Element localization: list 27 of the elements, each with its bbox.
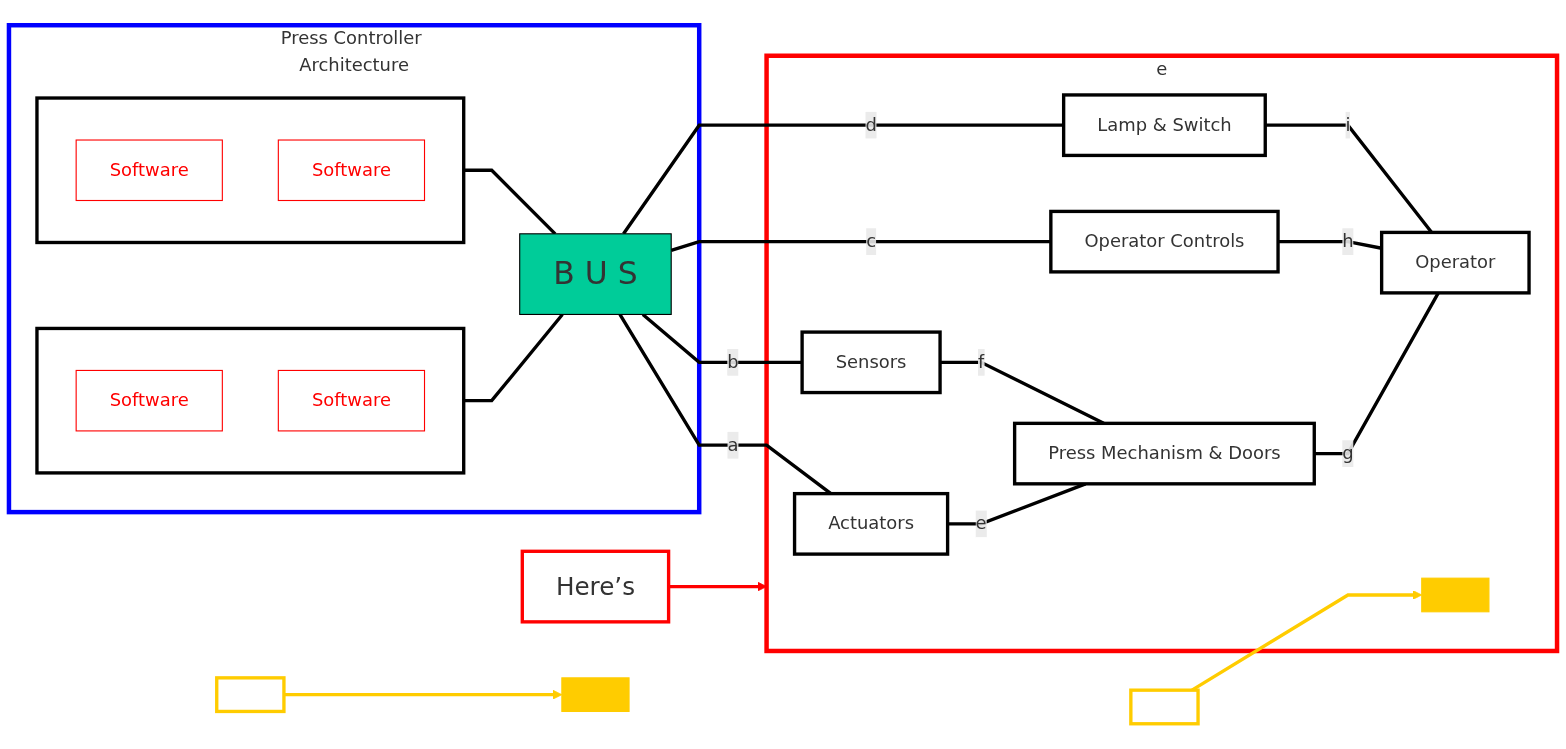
node-box: Here’s xyxy=(520,549,671,624)
edge-label: g xyxy=(1342,442,1354,464)
node-box: B U S xyxy=(519,233,672,315)
node-box: Software xyxy=(277,369,426,432)
edge-label: a xyxy=(727,433,739,456)
node-box: Actuators xyxy=(792,491,950,556)
node-box: Operator xyxy=(1379,230,1531,295)
node-bar xyxy=(1421,577,1490,613)
node-box: Operator Controls xyxy=(1049,209,1280,274)
cluster xyxy=(35,96,466,245)
node-box: Software xyxy=(277,139,426,202)
node-box: Sensors xyxy=(800,330,942,395)
node-box: Software xyxy=(75,369,223,432)
node-box xyxy=(215,676,286,714)
edge-label: h xyxy=(1342,230,1354,252)
node-bar xyxy=(561,677,630,712)
edge-label: d xyxy=(865,113,877,136)
edge-label: f xyxy=(977,351,985,373)
node-box xyxy=(1129,688,1200,726)
edge-label: i xyxy=(1345,113,1351,136)
edge-label: e xyxy=(975,512,987,534)
node-box: Lamp & Switch xyxy=(1061,93,1267,158)
cluster xyxy=(35,326,466,475)
node-box: Press Mechanism & Doors xyxy=(1012,421,1316,486)
node-box: Software xyxy=(75,139,223,202)
edge-label: b xyxy=(727,351,739,373)
edge-label: c xyxy=(866,230,877,252)
